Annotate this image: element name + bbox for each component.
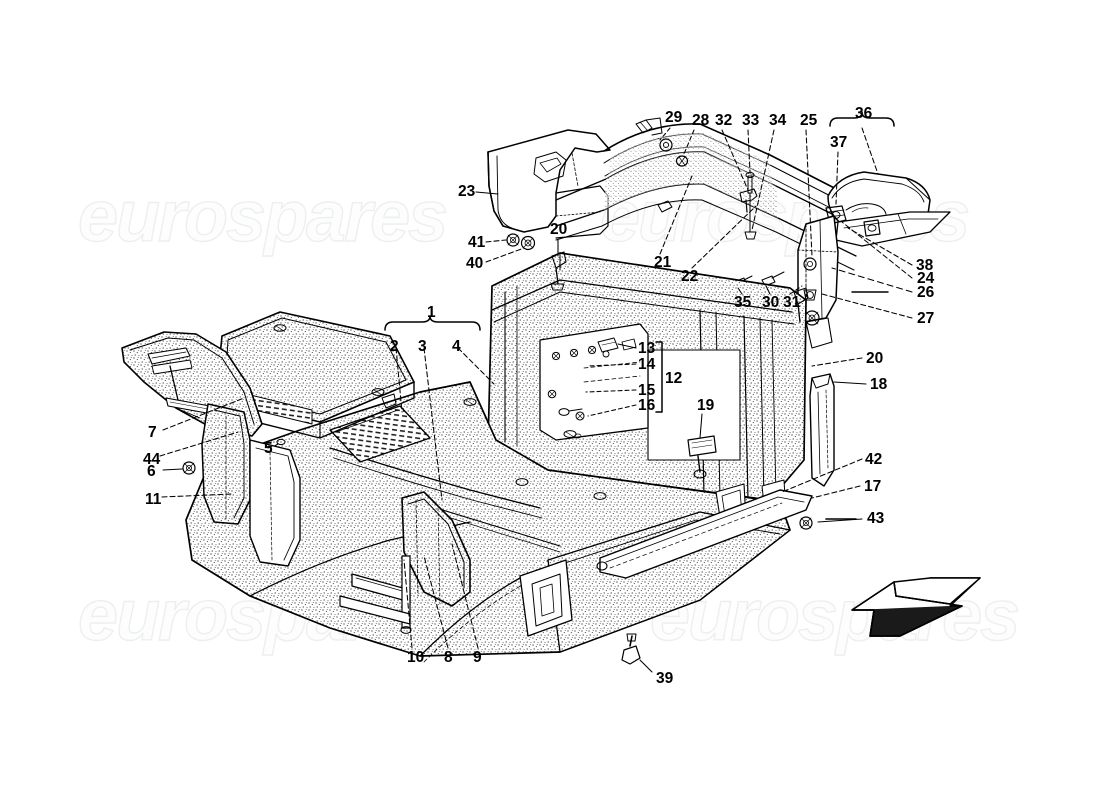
- callout-22[interactable]: 22: [681, 268, 699, 285]
- callout-9[interactable]: 9: [473, 649, 482, 666]
- callout-8[interactable]: 8: [444, 649, 453, 666]
- callout-29[interactable]: 29: [665, 109, 683, 126]
- rear-bulkhead-carpet-panel: [487, 251, 835, 501]
- callout-43[interactable]: 43: [867, 510, 885, 527]
- callout-31[interactable]: 31: [783, 294, 801, 311]
- callout-7[interactable]: 7: [148, 424, 157, 441]
- callout-27[interactable]: 27: [917, 310, 935, 327]
- callout-11[interactable]: 11: [145, 491, 162, 508]
- callout-28[interactable]: 28: [692, 112, 710, 129]
- callout-12[interactable]: 12: [665, 370, 683, 387]
- callout-33[interactable]: 33: [742, 112, 760, 129]
- callout-18[interactable]: 18: [870, 376, 888, 393]
- callout-21[interactable]: 21: [654, 254, 672, 271]
- callout-30[interactable]: 30: [762, 294, 780, 311]
- callout-17[interactable]: 17: [864, 478, 882, 495]
- callout-23[interactable]: 23: [458, 183, 476, 200]
- main-floor-carpet: [185, 381, 791, 663]
- callout-26[interactable]: 26: [917, 284, 935, 301]
- callout-6[interactable]: 6: [147, 463, 156, 480]
- callout-35[interactable]: 35: [734, 294, 752, 311]
- watermark-top-left: eurospares: [77, 176, 449, 257]
- callout-20-right[interactable]: 20: [866, 350, 884, 367]
- left-lower-kick-panels: [182, 403, 301, 567]
- callout-19[interactable]: 19: [697, 397, 715, 414]
- callout-14[interactable]: 14: [638, 356, 656, 373]
- callout-10[interactable]: 10: [407, 649, 425, 666]
- callout-1[interactable]: 1: [427, 304, 436, 321]
- callout-42[interactable]: 42: [865, 451, 883, 468]
- callout-5[interactable]: 5: [264, 440, 273, 457]
- callout-39[interactable]: 39: [656, 670, 674, 687]
- seat-side-trim-panel: [351, 491, 641, 665]
- callout-15[interactable]: 15: [638, 382, 656, 399]
- callout-16[interactable]: 16: [638, 397, 656, 414]
- callout-25[interactable]: 25: [800, 112, 818, 129]
- callout-36[interactable]: 36: [855, 105, 873, 122]
- callout-13[interactable]: 13: [638, 340, 656, 357]
- callout-40[interactable]: 40: [466, 255, 484, 272]
- rear-parcel-shelf-assembly: [487, 117, 869, 271]
- callout-20-top[interactable]: 20: [550, 221, 568, 238]
- callout-32[interactable]: 32: [715, 112, 733, 129]
- callout-4[interactable]: 4: [452, 338, 461, 355]
- callout-44[interactable]: 44: [143, 451, 161, 468]
- callout-34[interactable]: 34: [769, 112, 787, 129]
- callout-24[interactable]: 24: [917, 270, 935, 287]
- callout-37[interactable]: 37: [830, 134, 848, 151]
- direction-of-travel-arrow: [851, 577, 981, 637]
- callout-41[interactable]: 41: [468, 234, 486, 251]
- right-sill-trim: [339, 489, 813, 625]
- fastener-group-40-41: [506, 233, 536, 251]
- callout-3[interactable]: 3: [418, 338, 427, 355]
- callout-38[interactable]: 38: [916, 257, 934, 274]
- callout-2[interactable]: 2: [390, 338, 399, 355]
